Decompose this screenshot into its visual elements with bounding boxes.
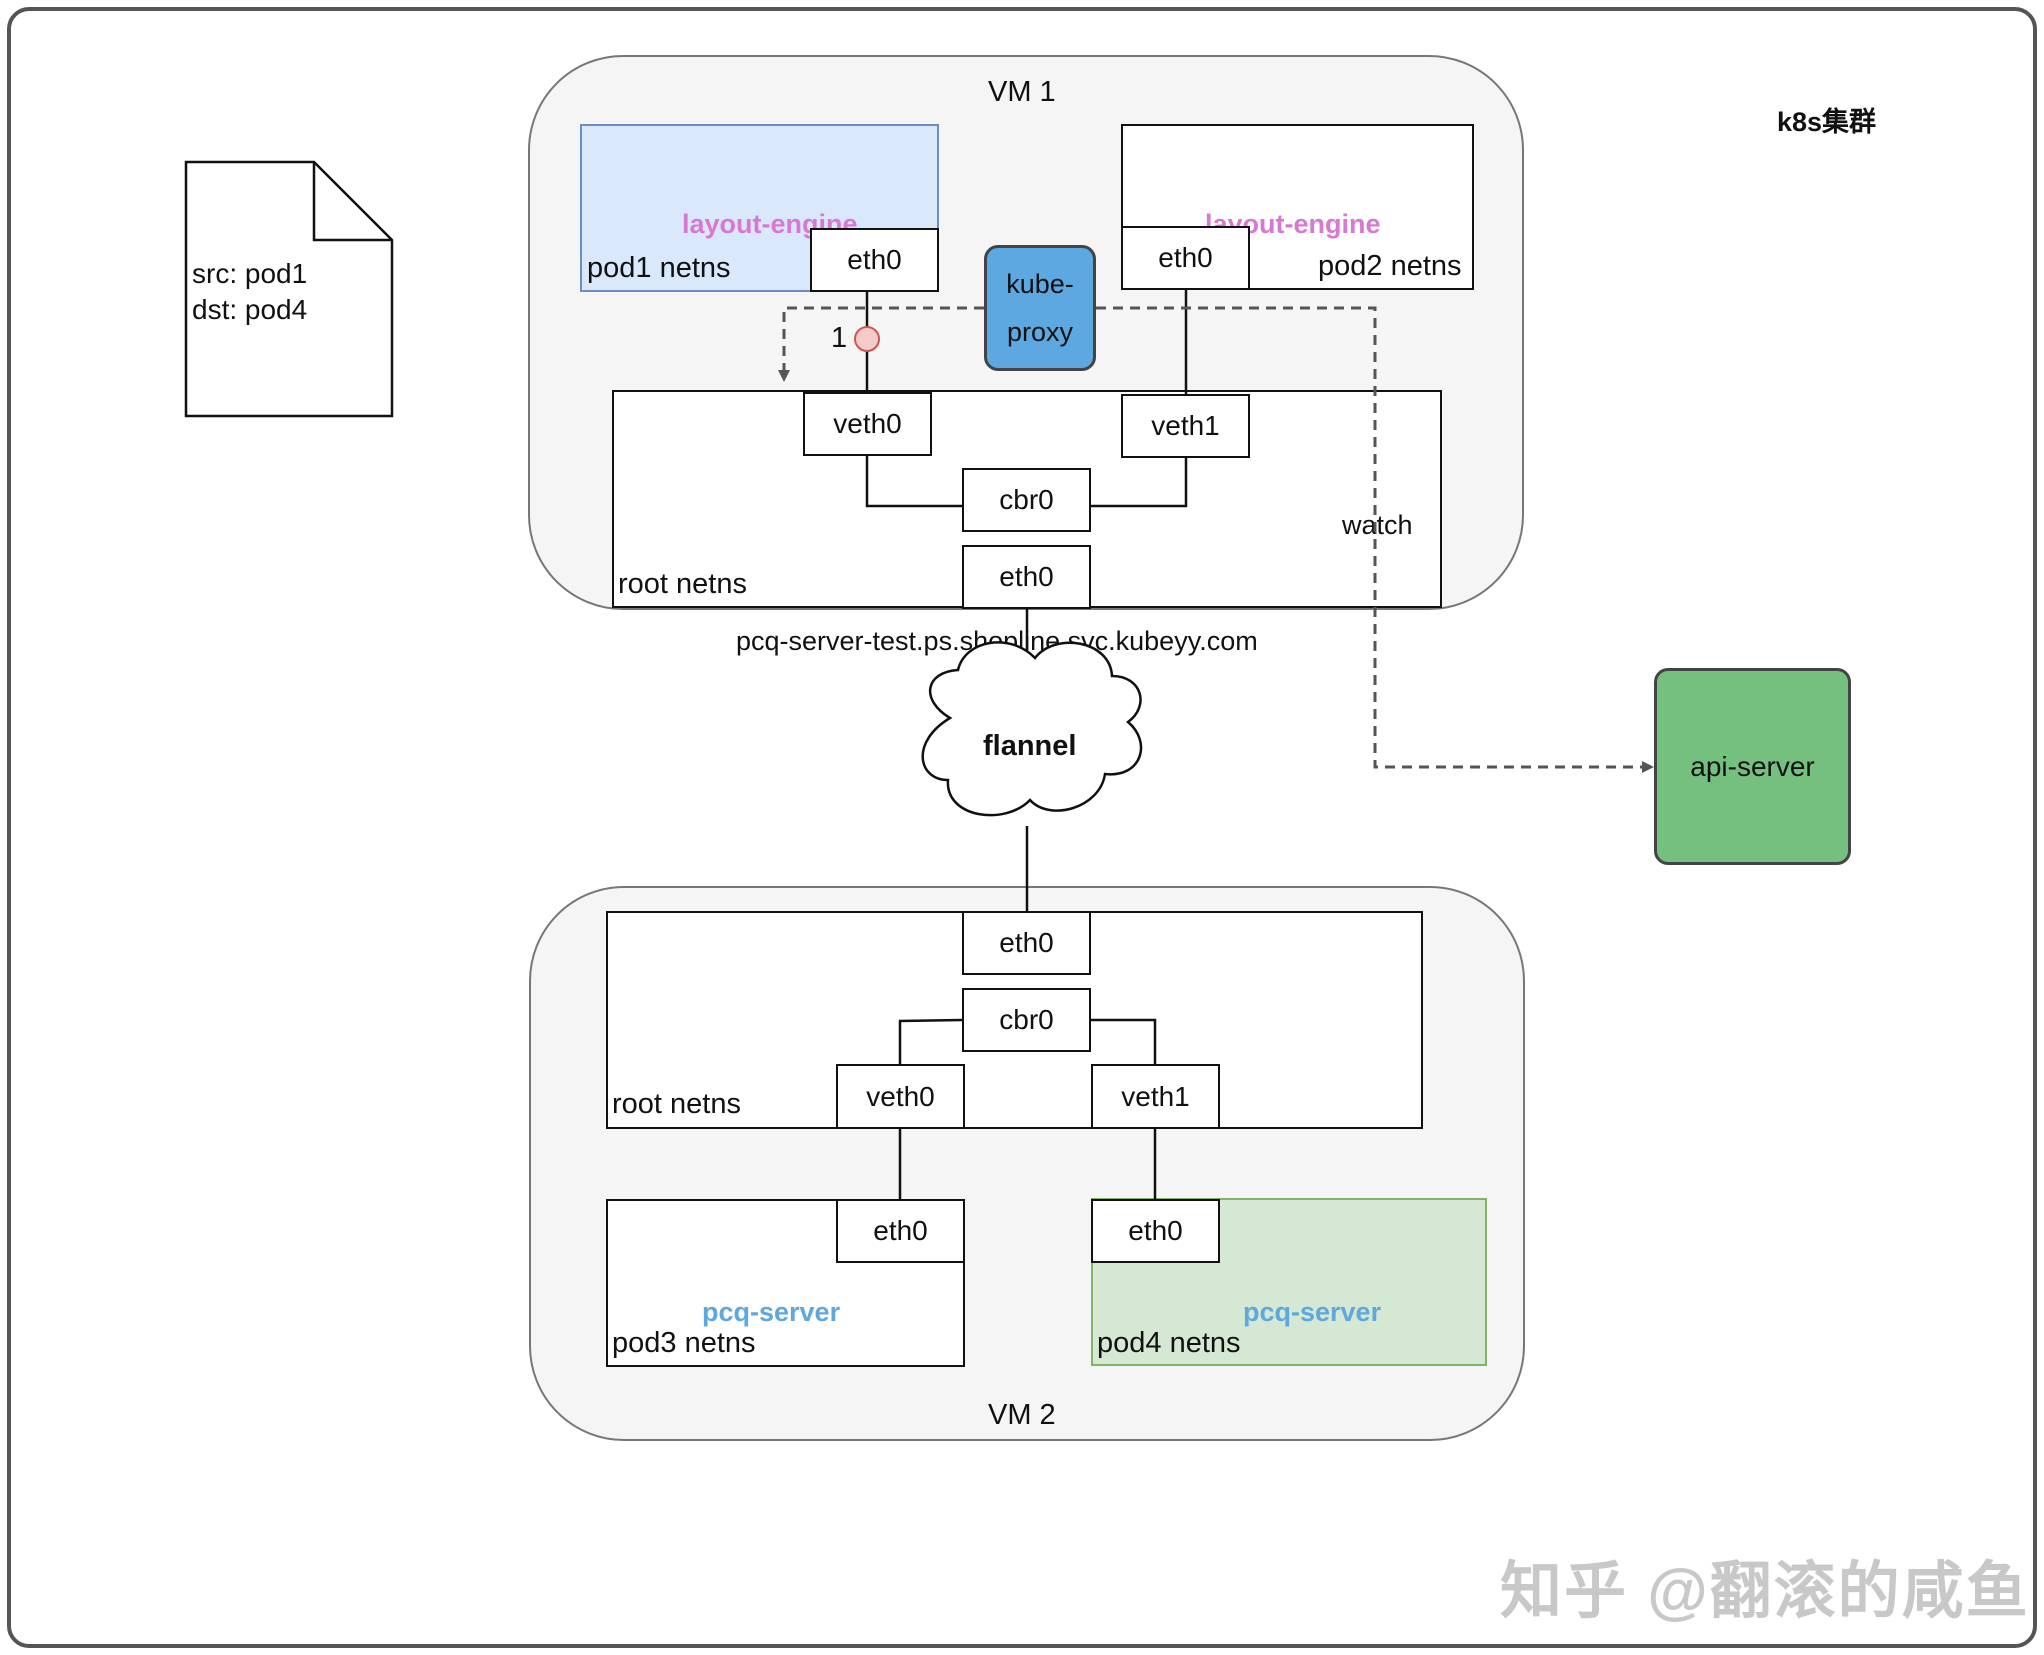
outer-frame [7, 7, 2037, 1648]
link-veth1-cbr0 [1091, 458, 1188, 508]
link-vm2cbr0-veth0 [898, 1018, 963, 1064]
vm2-cbr0: cbr0 [962, 988, 1091, 1052]
vm1-veth1: veth1 [1121, 394, 1250, 458]
vm1-eth0: eth0 [962, 545, 1091, 609]
watch-arrow [1096, 306, 1654, 773]
pod2-eth0: eth0 [1121, 226, 1250, 290]
watch-label: watch [1342, 510, 1413, 540]
watermark: 知乎 @翻滚的咸鱼 [1500, 1557, 2030, 1626]
vm2-eth0: eth0 [962, 911, 1091, 975]
vm1-cbr0: cbr0 [962, 468, 1091, 532]
pod1-netns-label: pod1 netns [587, 252, 731, 284]
vm2-veth1: veth1 [1091, 1064, 1220, 1129]
kube-proxy: kube- proxy [984, 245, 1096, 371]
cluster-label: k8s集群 [1777, 107, 1877, 137]
pod2-netns-label: pod2 netns [1318, 250, 1462, 282]
packet-src: src: pod1 [192, 258, 308, 289]
link-vm2cbr0-veth1 [1091, 1018, 1157, 1064]
vm1-veth0: veth0 [803, 392, 932, 456]
pod4-eth0: eth0 [1091, 1199, 1220, 1263]
vm2-title: VM 2 [988, 1399, 1056, 1431]
flannel-cloud-shape [921, 641, 1143, 817]
api-server: api-server [1654, 668, 1851, 865]
packet-document: src: pod1 dst: pod4 [184, 160, 394, 418]
vm1-title: VM 1 [988, 76, 1056, 108]
vm2-root-netns-label: root netns [612, 1088, 741, 1120]
pod1-eth0: eth0 [810, 228, 939, 292]
packet-dst: dst: pod4 [192, 294, 308, 325]
link-veth0-cbr0 [865, 456, 962, 508]
document-shape [184, 160, 394, 418]
kube-proxy-line1: kube- [1006, 269, 1074, 299]
step-marker-label: 1 [831, 322, 848, 354]
pod3-netns-label: pod3 netns [612, 1327, 756, 1359]
kube-proxy-rewrite-arrow [778, 306, 984, 382]
vm2-veth0: veth0 [836, 1064, 965, 1129]
pod4-app-label: pcq-server [1243, 1297, 1382, 1327]
vm1-root-netns-label: root netns [618, 568, 747, 600]
flannel-label: flannel [983, 730, 1077, 762]
pod3-eth0: eth0 [836, 1199, 965, 1263]
kube-proxy-line2: proxy [1006, 317, 1074, 347]
pod4-netns-label: pod4 netns [1097, 1327, 1241, 1359]
pod3-app-label: pcq-server [702, 1297, 841, 1327]
step-marker-circle [854, 326, 880, 352]
